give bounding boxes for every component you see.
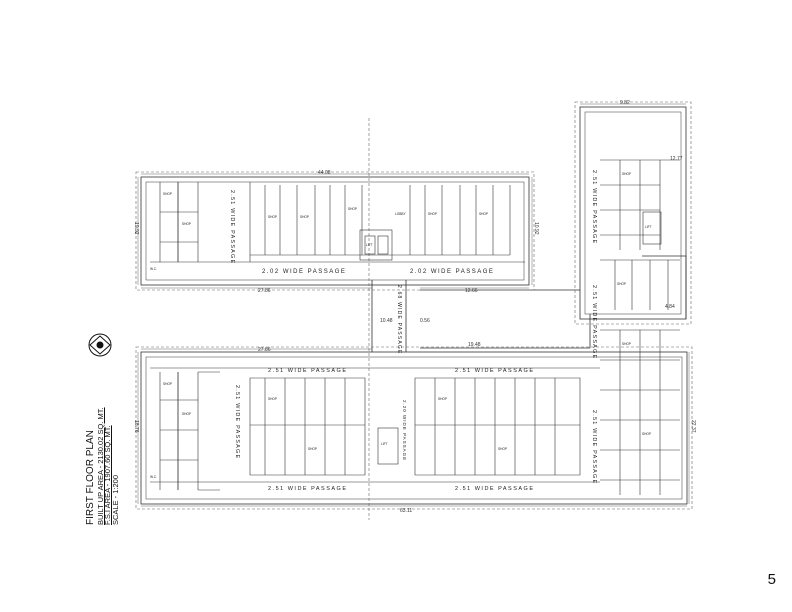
passage-label: 2.51 WIDE PASSAGE bbox=[268, 486, 348, 492]
passage-label: 2.51 WIDE PASSAGE bbox=[591, 285, 597, 359]
dimension-text: 18.76 bbox=[133, 420, 139, 433]
room-label: SHOP bbox=[163, 192, 172, 196]
room-label: SHOP bbox=[622, 172, 631, 176]
dimension-text: 10.92 bbox=[133, 222, 139, 235]
room-label: SHOP bbox=[498, 447, 507, 451]
room-label: SHOP bbox=[438, 397, 447, 401]
passage-label: 2.20 WIDE PASSAGE bbox=[402, 400, 407, 461]
room-label: SHOP bbox=[348, 207, 357, 211]
dimension-text: 10.48 bbox=[380, 318, 393, 324]
dimension-text: 19.48 bbox=[468, 342, 481, 348]
dimension-text: 27.86 bbox=[258, 288, 271, 294]
passage-label: 2.51 WIDE PASSAGE bbox=[229, 190, 235, 264]
title-block: FIRST FLOOR PLAN BUILT UP AREA - 2130.02… bbox=[85, 335, 128, 525]
dimension-text: 0.56 bbox=[420, 318, 430, 324]
room-label: SHOP bbox=[622, 342, 631, 346]
room-label: SHOP bbox=[308, 447, 317, 451]
plan-title: FIRST FLOOR PLAN bbox=[85, 430, 96, 525]
dimension-text: 9.82 bbox=[620, 100, 630, 106]
dimension-text: 63.11 bbox=[400, 508, 412, 514]
room-label: LIFT bbox=[645, 225, 652, 229]
room-label: SHOP bbox=[268, 397, 277, 401]
dimension-text: 22.37 bbox=[690, 420, 696, 433]
room-label: SHOP bbox=[617, 282, 626, 286]
dimension-lines bbox=[137, 103, 690, 507]
passage-label: 2.02 WIDE PASSAGE bbox=[410, 269, 494, 275]
dimension-text: 27.86 bbox=[258, 347, 271, 353]
room-label: SHOP bbox=[182, 222, 191, 226]
passage-label: 2.51 WIDE PASSAGE bbox=[234, 385, 240, 459]
dimension-text: 4.84 bbox=[665, 304, 675, 310]
passage-label: 2.51 WIDE PASSAGE bbox=[268, 368, 348, 374]
building-outlines bbox=[140, 106, 688, 505]
scale-text: SCALE - 1:200 bbox=[111, 474, 121, 525]
passage-label: 2.51 WIDE PASSAGE bbox=[455, 368, 535, 374]
room-label: SHOP bbox=[479, 212, 488, 216]
room-label: LOBBY bbox=[395, 212, 407, 216]
passage-label: 2.51 WIDE PASSAGE bbox=[455, 486, 535, 492]
passage-label: 2.68 WIDE PASSAGE bbox=[396, 285, 402, 355]
passage-label: 2.51 WIDE PASSAGE bbox=[591, 170, 597, 244]
room-label: LIFT bbox=[381, 442, 388, 446]
room-label: SHOP bbox=[642, 432, 651, 436]
north-arrow-icon bbox=[88, 333, 112, 357]
passage-label: 2.51 WIDE PASSAGE bbox=[591, 410, 597, 484]
room-label: SHOP bbox=[428, 212, 437, 216]
dashed-boundaries bbox=[135, 101, 693, 520]
room-label: W.C. bbox=[150, 267, 157, 271]
right-wing-shops bbox=[600, 159, 680, 310]
dimension-text: 12.66 bbox=[465, 288, 478, 294]
room-label: SHOP bbox=[300, 215, 309, 219]
dimension-text: 12.77 bbox=[670, 156, 683, 162]
page-number: 5 bbox=[767, 571, 776, 588]
room-label: SHOP bbox=[182, 412, 191, 416]
dimension-text: 44.08 bbox=[318, 170, 331, 176]
room-label: LIFT bbox=[366, 243, 373, 247]
room-label: SHOP bbox=[163, 382, 172, 386]
dimension-text: 10.92 bbox=[533, 222, 539, 235]
room-label: SHOP bbox=[268, 215, 277, 219]
room-label: W.C. bbox=[150, 475, 157, 479]
passage-label: 2.02 WIDE PASSAGE bbox=[262, 269, 346, 275]
lower-shops bbox=[150, 329, 680, 495]
upper-shops bbox=[150, 182, 525, 263]
